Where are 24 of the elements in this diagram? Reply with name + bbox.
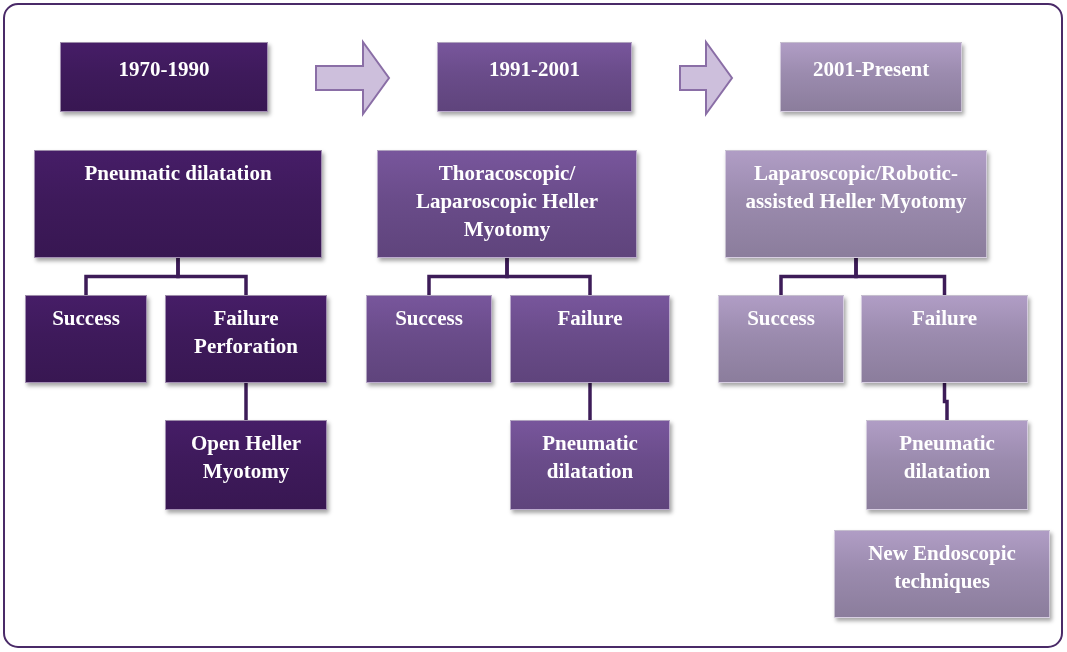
connector-line: [505, 258, 592, 295]
treatment-box: Success: [25, 295, 147, 383]
treatment-box: Pneumatic dilatation: [866, 420, 1028, 510]
connector-line: [588, 383, 592, 420]
connector-line: [854, 258, 947, 295]
treatment-box: Laparoscopic/Robotic-assisted Heller Myotomy: [725, 150, 987, 258]
treatment-box: Thoracoscopic/ Laparoscopic Heller Myotomy: [377, 150, 637, 258]
treatment-box: New Endoscopic techniques: [834, 530, 1050, 618]
connector-line: [244, 383, 248, 420]
treatment-box: Success: [718, 295, 844, 383]
treatment-box: Pneumatic dilatation: [510, 420, 670, 510]
period-box: 2001-Present: [780, 42, 962, 112]
connector-line: [942, 383, 949, 420]
treatment-box: Failure: [510, 295, 670, 383]
period-box: 1970-1990: [60, 42, 268, 112]
connector-line: [176, 258, 248, 295]
treatment-box: Failure Perforation: [165, 295, 327, 383]
block-arrow: [679, 38, 734, 118]
treatment-box: Open Heller Myotomy: [165, 420, 327, 510]
period-box: 1991-2001: [437, 42, 632, 112]
treatment-box: Success: [366, 295, 492, 383]
treatment-box: Failure: [861, 295, 1028, 383]
treatment-box: Pneumatic dilatation: [34, 150, 322, 258]
block-arrow: [315, 38, 391, 118]
